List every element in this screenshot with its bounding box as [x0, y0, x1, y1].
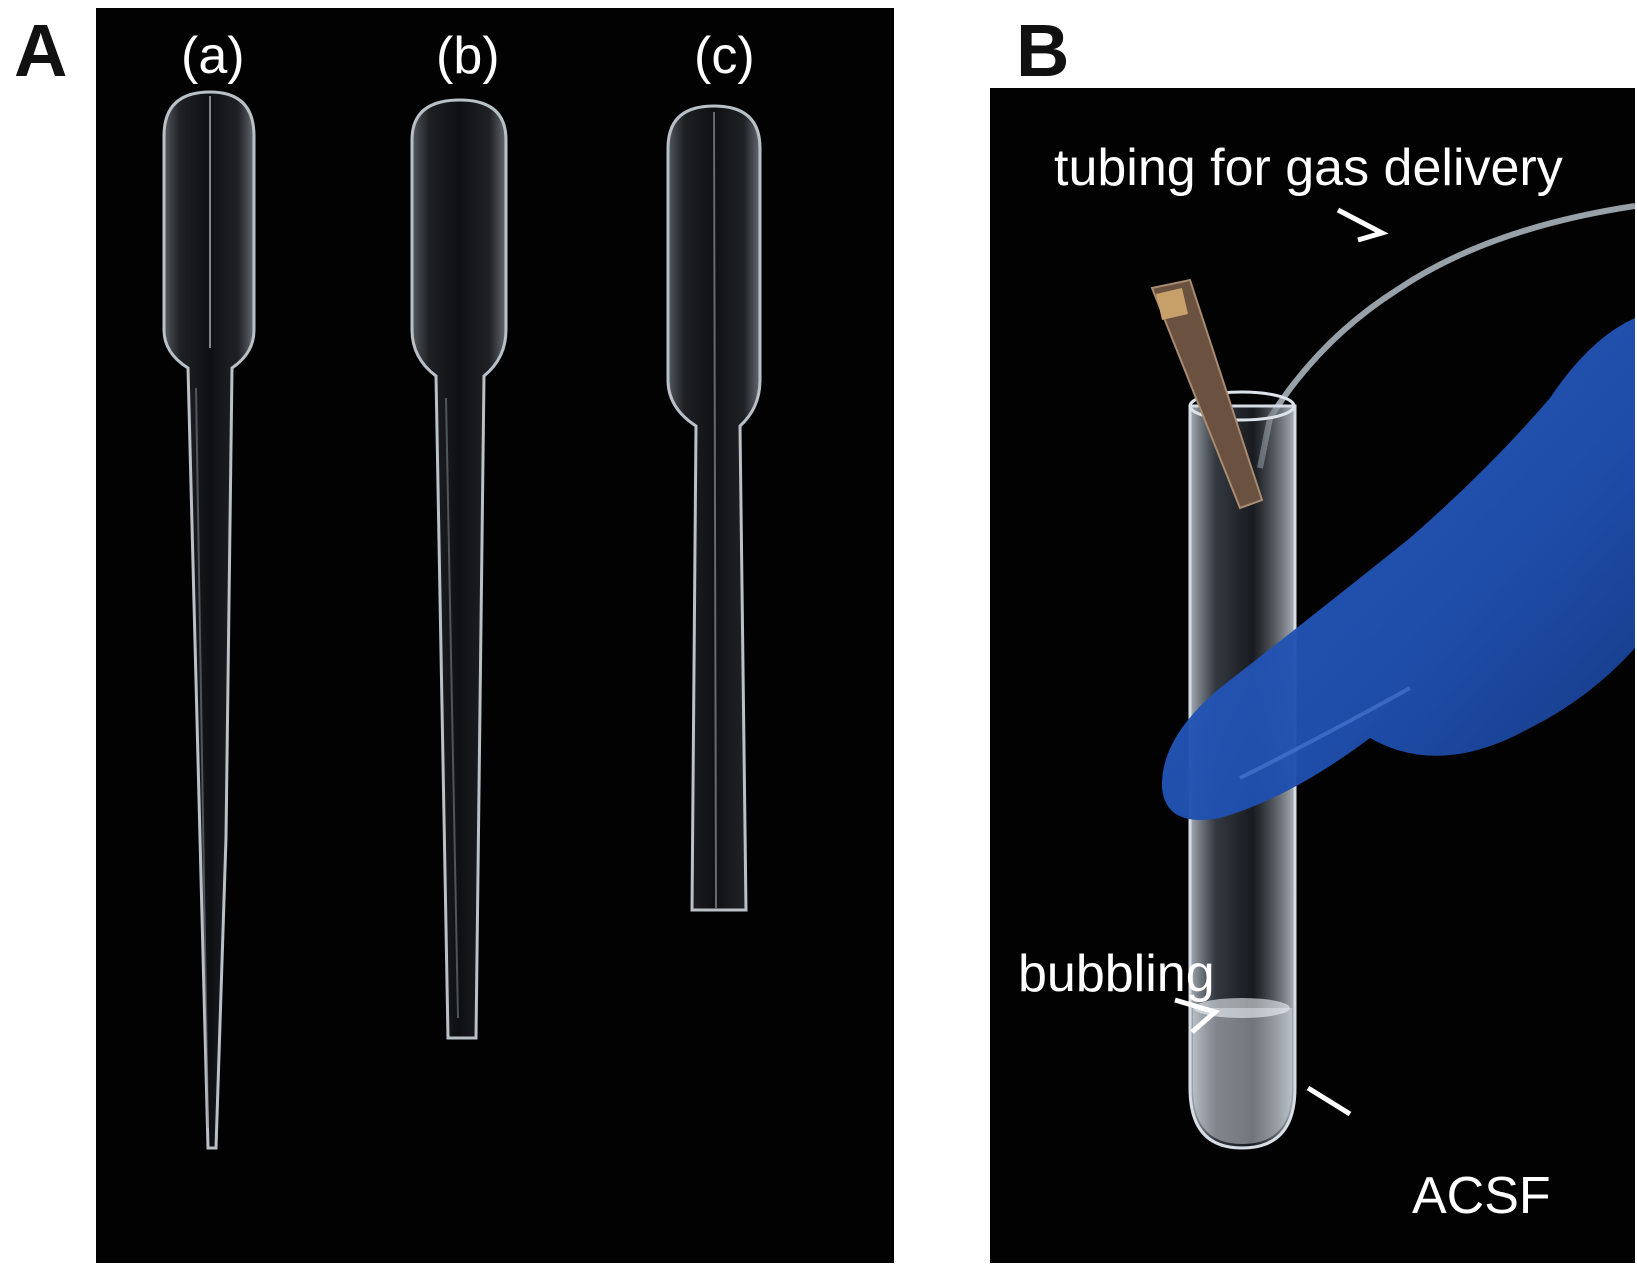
gas-tubing — [1267, 203, 1635, 420]
acsf-label: ACSF — [1412, 1167, 1551, 1225]
pipettes-illustration — [162, 90, 762, 1150]
pipette-c — [666, 104, 762, 912]
tubing-label: tubing for gas delivery — [1054, 139, 1563, 197]
panel-b-letter: B — [1016, 9, 1070, 92]
bubbling-arrowhead — [1174, 997, 1221, 1034]
tube-setup-illustration — [1150, 203, 1635, 1150]
clip — [1150, 278, 1264, 510]
pipette-b — [410, 98, 508, 1040]
acsf-pointer — [1306, 1085, 1352, 1117]
tubing-arrowhead — [1336, 207, 1389, 243]
bubbling-label: bubbling — [1018, 945, 1215, 1003]
pipettes-photo: (a) (b) (c) — [96, 8, 894, 1263]
pipette-b-label: (b) — [436, 27, 500, 85]
pipette-a-label: (a) — [181, 27, 245, 85]
gloved-hand — [1161, 318, 1635, 820]
panel-a-letter: A — [14, 9, 68, 92]
pipette-a — [162, 90, 256, 1150]
pipette-c-label: (c) — [694, 27, 755, 85]
tube-setup-photo: tubing for gas delivery bubbling ACSF — [990, 88, 1635, 1263]
